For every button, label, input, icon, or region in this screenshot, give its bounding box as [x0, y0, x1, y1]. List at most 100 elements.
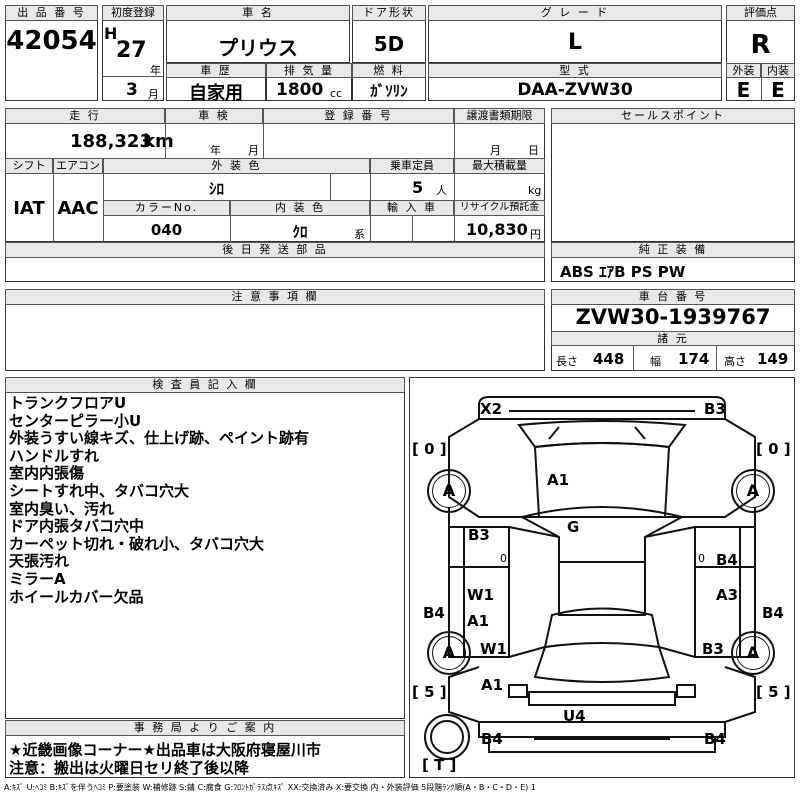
note-line: ミラーA: [9, 569, 66, 588]
legend: A:ｷｽﾞ U:ﾍｺﾐ B:ｷｽﾞを伴うﾍｺﾐ P:要塗装 W:補修跡 S:錆 …: [4, 783, 536, 792]
exterior-label: 外装: [726, 63, 761, 78]
interior-grade: E: [771, 78, 785, 102]
exterior-grade: E: [736, 78, 751, 102]
capacity: 5: [412, 178, 424, 197]
width-label: 幅: [650, 355, 661, 368]
note-line: ドア内張タバコ穴中: [9, 517, 145, 536]
capacity-label: 乗車定員: [370, 158, 454, 174]
length-label: 長さ: [556, 355, 578, 368]
chassis-label: 車 台 番 号: [551, 289, 795, 305]
mark-b4-bottom-right: B4: [704, 730, 726, 748]
height-label: 高さ: [724, 355, 746, 368]
mark-b4-bottom-left: B4: [481, 730, 503, 748]
int-color-label: 内 装 色: [230, 200, 370, 216]
int-color-unit: 系: [354, 228, 365, 241]
load-unit: kg: [528, 184, 542, 197]
mileage-unit: km: [143, 131, 174, 152]
width: 174: [678, 350, 710, 368]
reg-no-label: 登 録 番 号: [263, 108, 454, 124]
mark-x2: X2: [480, 400, 503, 418]
model-label: 型 式: [428, 63, 722, 78]
ac-label: エアコン: [53, 158, 103, 174]
inspector-notes: トランクフロアU センターピラー小U 外装うすい線キズ、仕上げ跡、ペイント跡有 …: [9, 394, 403, 606]
lot-label: 出 品 番 号: [5, 5, 98, 21]
mark-w1-left-2: W1: [480, 640, 507, 658]
ac: AAC: [57, 198, 99, 219]
car-name-label: 車 名: [166, 5, 350, 21]
color-no: 040: [150, 221, 183, 239]
mark-a1-bottom: A1: [481, 676, 504, 694]
interior-label: 内装: [761, 63, 795, 78]
equipment: ABS ｴｱB PS PW: [560, 263, 686, 281]
score: R: [750, 30, 771, 60]
office-line-2: 注意：搬出は火曜日セリ終了後以降: [9, 759, 250, 777]
mark-g: G: [567, 518, 580, 536]
chassis-number: ZVW30-1939767: [575, 305, 771, 329]
recycle-unit: 円: [530, 228, 541, 241]
small-zero-left: 0: [500, 552, 507, 565]
displacement-unit: cc: [330, 87, 343, 100]
recycle: 10,830: [466, 220, 528, 239]
car-diagram-outline: [424, 396, 756, 760]
transfer-label: 譲渡書類期限: [454, 108, 545, 124]
mark-b4-right-side: B4: [762, 604, 784, 622]
first-reg-label: 初度登録: [102, 5, 164, 21]
inspection-month: 月: [248, 144, 259, 157]
small-zero-right: 0: [698, 552, 705, 565]
tread-front-right: [ 0 ]: [756, 440, 791, 458]
sales-point-label: セールスポイント: [551, 108, 795, 124]
note-line: ハンドルすれ: [9, 446, 100, 465]
tread-rear-right: [ 5 ]: [756, 683, 791, 701]
note-line: 室内内張傷: [9, 464, 85, 483]
tire-rear-right-mark: A: [736, 636, 770, 670]
tread-spare: [ T ]: [422, 756, 457, 774]
equipment-label: 純 正 装 備: [551, 242, 795, 258]
history: 自家用: [189, 83, 243, 104]
tire-front-left-mark: A: [432, 474, 466, 508]
tire-front-right: A: [731, 469, 775, 513]
door: 5D: [373, 32, 405, 56]
later-parts-label: 後 日 発 送 部 品: [5, 242, 545, 258]
note-line: 外装うすい線キズ、仕上げ跡、ペイント跡有: [9, 429, 310, 448]
shift-label: シフト: [5, 158, 53, 174]
height: 149: [757, 350, 789, 368]
note-line: カーペット切れ・破れ小、タバコ穴大: [9, 534, 265, 553]
mark-a3: A3: [716, 586, 739, 604]
office-label: 事 務 局 よ り ご 案 内: [5, 720, 405, 736]
load-label: 最大積載量: [454, 158, 545, 174]
reg-month-unit: 月: [148, 88, 159, 101]
note-line: トランクフロアU: [9, 394, 127, 412]
sales-point-box: [551, 108, 795, 242]
lot-number: 42054: [6, 26, 97, 56]
mark-b3-top: B3: [704, 400, 726, 418]
tread-rear-left: [ 5 ]: [412, 683, 447, 701]
color-label: 外 装 色: [103, 158, 370, 174]
mileage-label: 走 行: [5, 108, 165, 124]
door-label: ドア形状: [352, 5, 426, 21]
mark-b4-right: B4: [716, 551, 738, 569]
mark-b4-left-side: B4: [423, 604, 445, 622]
mileage: 188,323: [70, 131, 152, 152]
note-line: センターピラー小U: [9, 411, 142, 430]
note-line: シートすれ中、タバコ穴大: [9, 481, 190, 500]
score-label: 評価点: [726, 5, 795, 21]
mark-a1-roof: A1: [547, 471, 570, 489]
color-no-label: カラーNo.: [103, 200, 230, 216]
reg-year-unit: 年: [150, 64, 161, 77]
shift: IAT: [13, 198, 45, 219]
diagram-box: [409, 377, 795, 778]
displacement: 1800: [276, 80, 324, 100]
inspection-label: 車 検: [165, 108, 263, 124]
displacement-label: 排 気 量: [266, 63, 352, 78]
tire-front-right-mark: A: [736, 474, 770, 508]
office-line-1: ★近畿画像コーナー★出品車は大阪府寝屋川市: [9, 741, 321, 759]
note-line: 室内臭い、汚れ: [9, 499, 115, 518]
notice-label: 注 意 事 項 欄: [5, 289, 545, 305]
note-line: 天張汚れ: [9, 552, 70, 571]
tire-rear-left: A: [427, 631, 471, 675]
grade: L: [567, 30, 583, 55]
reg-month: 3: [126, 80, 138, 100]
length: 448: [593, 350, 625, 368]
mark-b3-left: B3: [468, 526, 490, 544]
fuel: ｶﾞｿﾘﾝ: [370, 82, 408, 100]
